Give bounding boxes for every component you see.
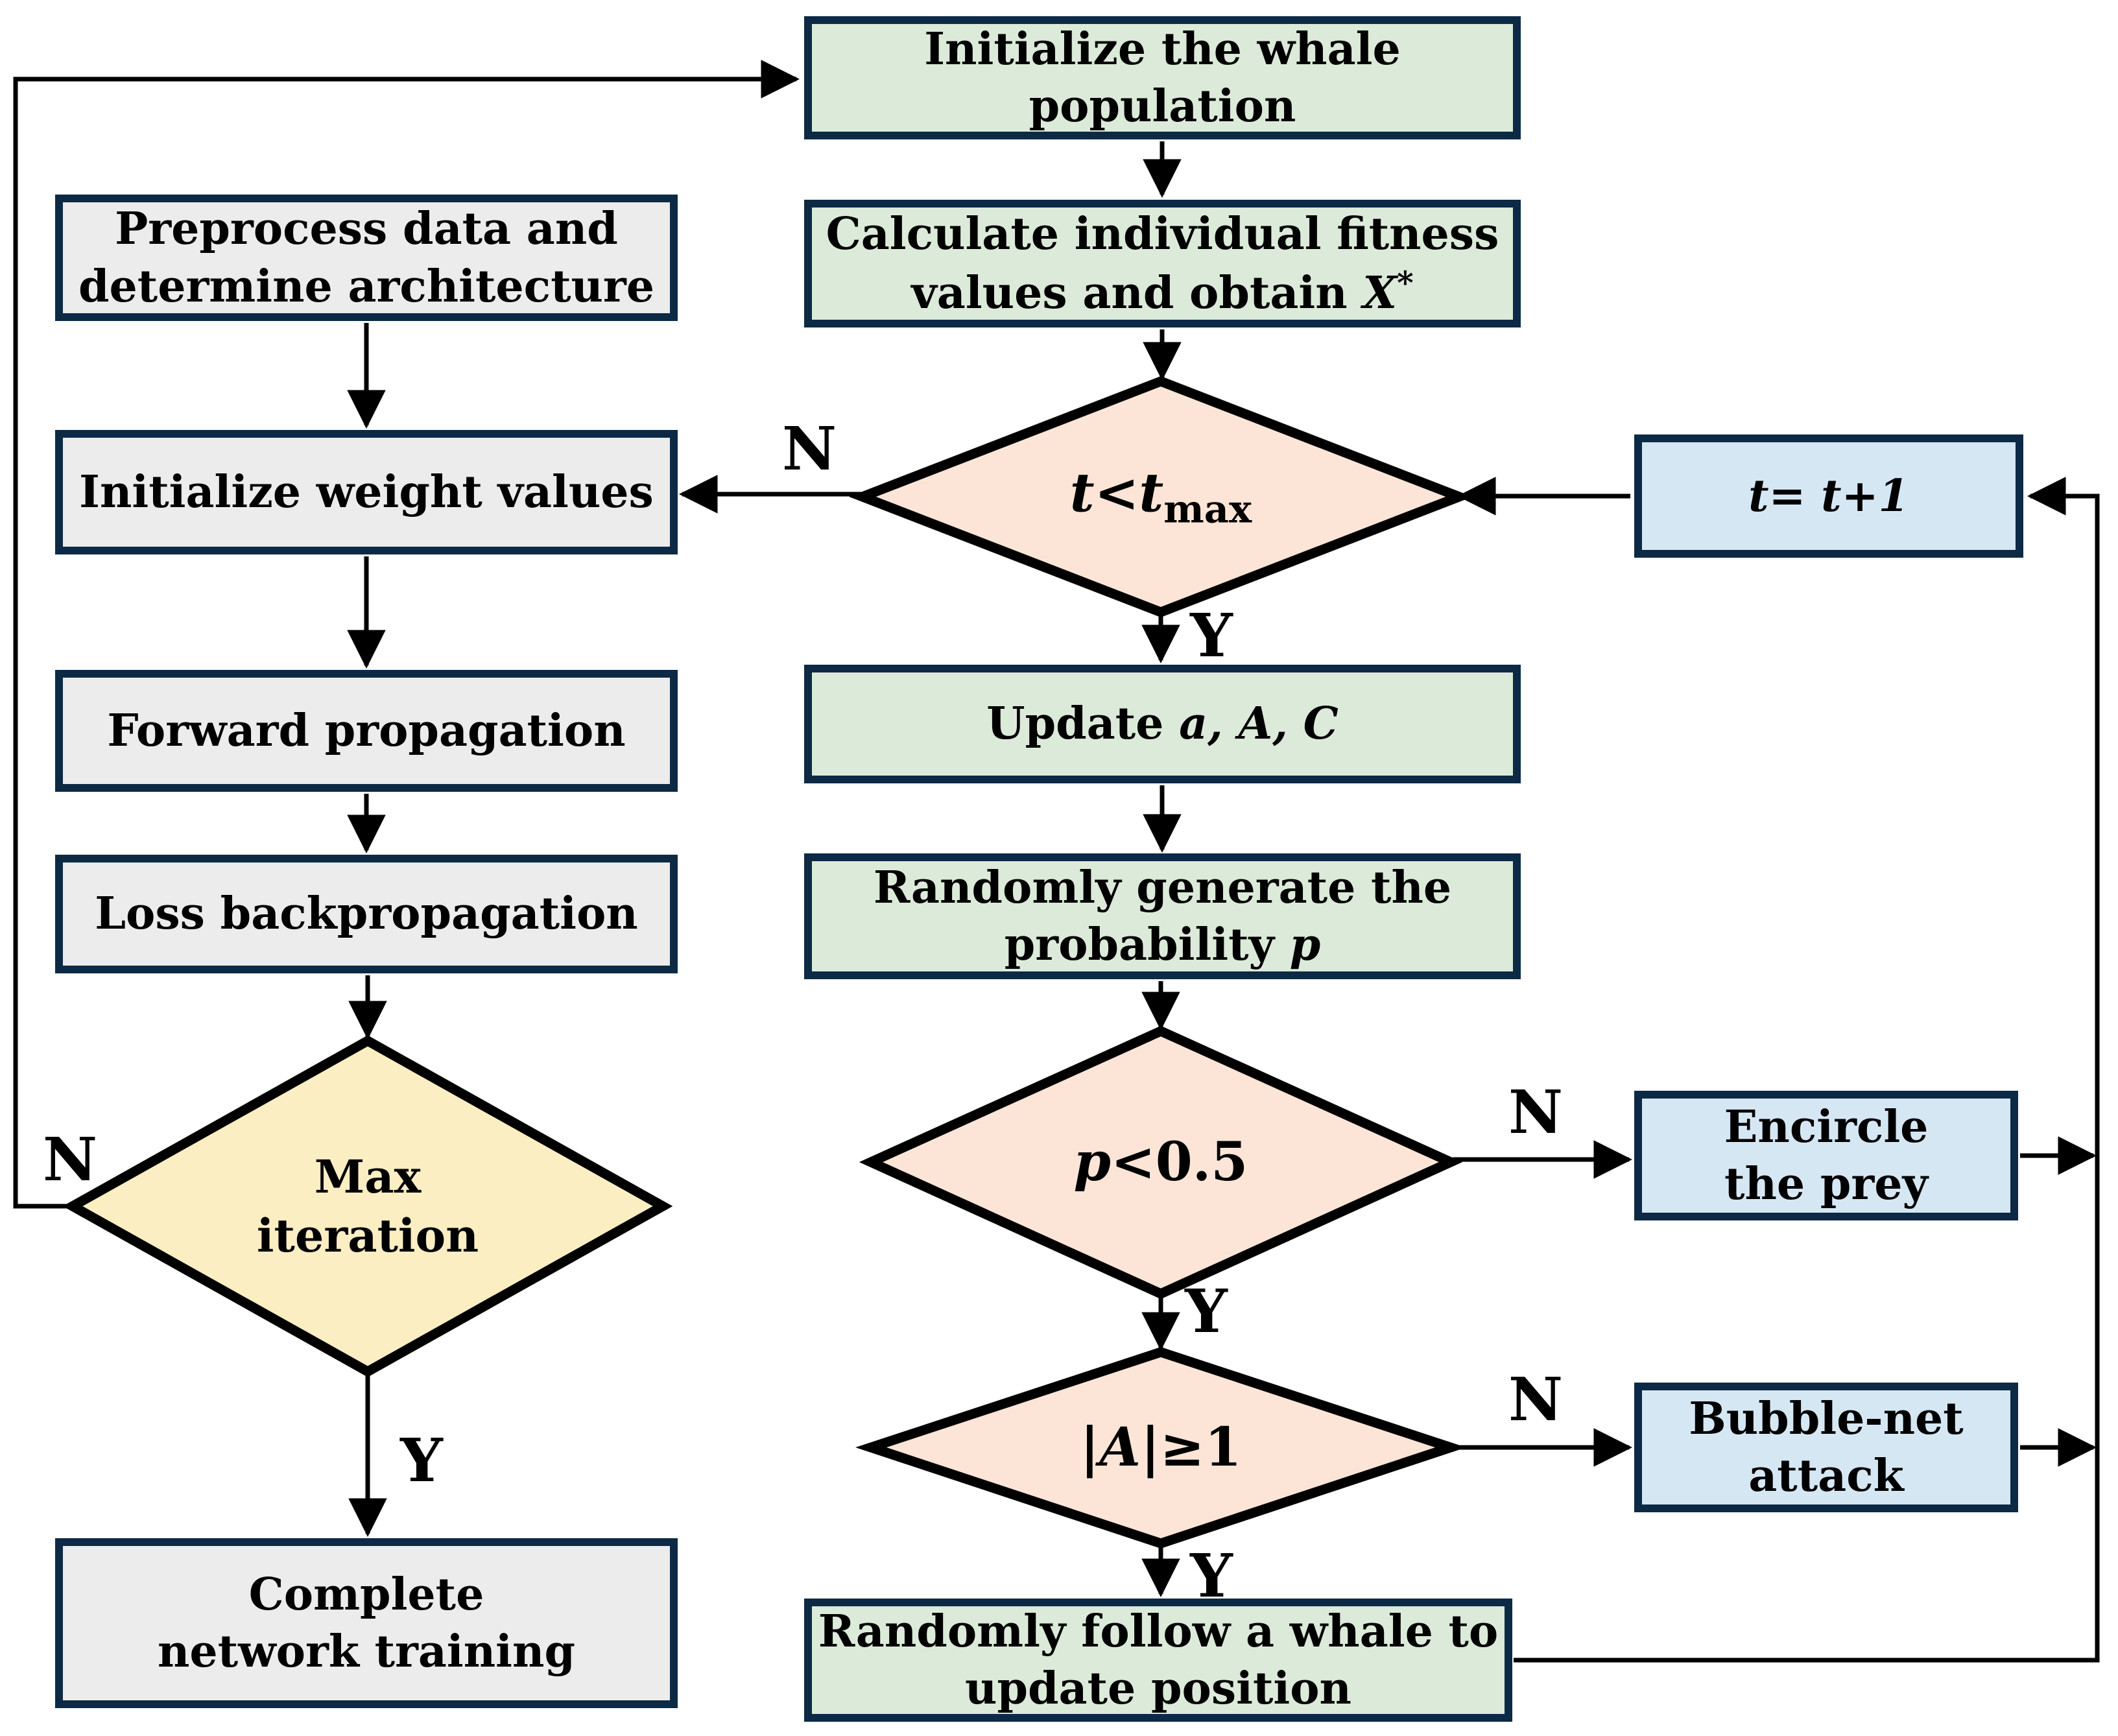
- node-text: t= t+1: [1748, 470, 1909, 522]
- branch-label-yes-condt: Y: [1190, 600, 1233, 671]
- branch-label-no-condt: N: [781, 414, 837, 484]
- branch-label-yes-condp: Y: [1185, 1276, 1228, 1346]
- branch-label-no-conda: N: [1508, 1364, 1564, 1434]
- node-text: Loss backpropagation: [95, 888, 638, 940]
- branch-label-yes-conda: Y: [1190, 1541, 1233, 1611]
- decision-t-less-tmax: [849, 375, 1473, 618]
- node-initialize-weights: Initialize weight values: [55, 430, 678, 554]
- node-update-a-A-C: Update a, A, C: [804, 665, 1521, 783]
- decision-label-abs-a-ge-1: |A|≥1: [1080, 1416, 1242, 1479]
- branch-label-no-maxiter: N: [42, 1124, 98, 1195]
- decision-label-t-less-tmax: t<tmax: [1069, 462, 1252, 532]
- branch-label-yes-maxiter: Y: [400, 1425, 443, 1495]
- edge-follow-return-to-tinc: [1514, 477, 2100, 1663]
- decision-max-iteration: [62, 1035, 673, 1377]
- node-t-increment: t= t+1: [1634, 434, 2023, 558]
- node-forward-propagation: Forward propagation: [55, 670, 678, 792]
- branch-label-no-condp: N: [1508, 1077, 1564, 1147]
- decision-p-less-0_5: [859, 1025, 1463, 1300]
- node-loss-backpropagation: Loss backpropagation: [55, 855, 678, 973]
- node-text: Update a, A, C: [986, 698, 1339, 750]
- node-text: Forward propagation: [107, 704, 626, 757]
- node-text: Initialize weight values: [79, 466, 654, 518]
- edge-maxiter-no-loop-to-initpop: [13, 60, 800, 1209]
- decision-label-p-less-0_5: p<0.5: [1073, 1131, 1248, 1193]
- decision-abs-a-ge-1: [855, 1347, 1466, 1549]
